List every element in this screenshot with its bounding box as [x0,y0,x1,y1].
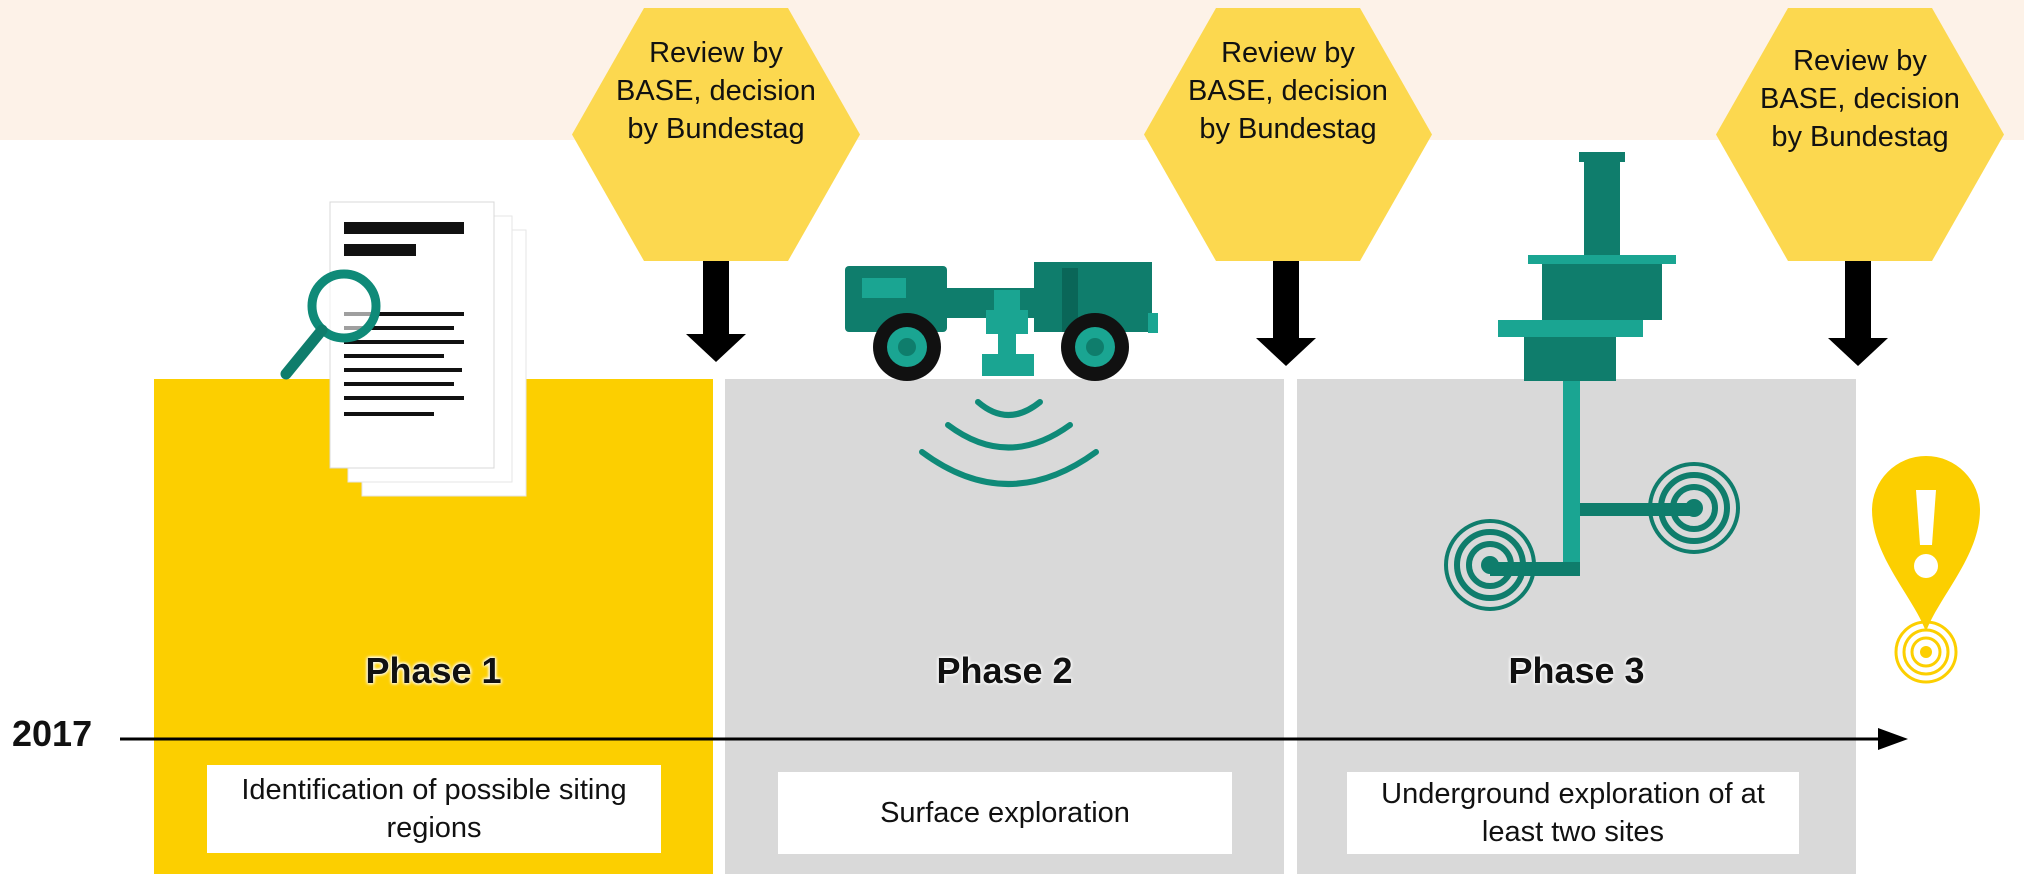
review-hexagon-1-text: Review by BASE, decision by Bundestag [616,37,816,145]
review-hexagon-3 [1716,8,2004,261]
review-hexagon-3-text: Review by BASE, decision by Bundestag [1760,45,1960,153]
review-hexagon-2 [1144,8,1432,261]
phase-2-title: Phase 2 [936,650,1073,691]
phase-3-title: Phase 3 [1508,650,1645,691]
top-band [0,0,2024,140]
timeline-arrow [120,728,1908,750]
document-magnifier-icon [280,201,527,497]
start-year-label: 2017 [12,713,93,754]
phase-3-description: Underground exploration of at least two … [1347,772,1799,854]
seismic-truck-icon [845,262,1158,487]
drilling-shaft-icon [1444,152,1740,611]
phase-1-description: Identification of possible siting region… [207,765,661,853]
phase-1-title: Phase 1 [365,650,502,691]
review-hexagon-1 [572,8,860,261]
phase-2-description: Surface exploration [778,772,1232,854]
location-pin-exclamation-icon [1872,456,1980,684]
review-hexagon-2-text: Review by BASE, decision by Bundestag [1188,37,1388,145]
